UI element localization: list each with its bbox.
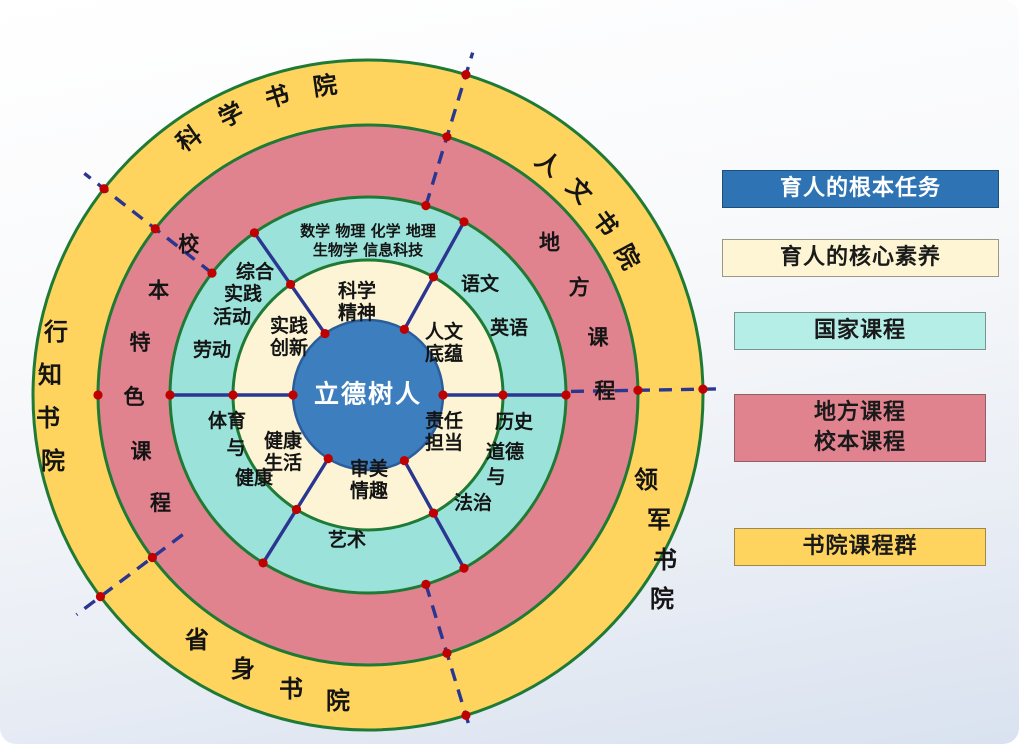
junction-dot	[95, 592, 106, 602]
junction-dot	[320, 328, 330, 339]
junction-dot	[323, 454, 333, 464]
academy-label-char: 院	[650, 585, 674, 613]
academy-label-char: 省	[184, 626, 209, 654]
subject-label: 实践	[224, 282, 262, 305]
core-competency-label: 实践	[270, 314, 308, 337]
core-competency-label: 科学	[338, 279, 376, 302]
school-curriculum-char: 校	[178, 233, 200, 257]
subject-label: 健康	[235, 466, 274, 489]
school-curriculum-char: 特	[129, 330, 150, 354]
junction-dot	[698, 384, 708, 394]
junction-dot	[442, 132, 452, 142]
subject-label: 生物学 信息科技	[313, 241, 424, 259]
junction-dot	[147, 552, 157, 563]
core-competency-label: 创新	[269, 336, 308, 359]
junction-dot	[399, 455, 409, 466]
subject-label: 历史	[495, 411, 534, 433]
junction-dot	[633, 385, 643, 395]
center-label: 立德树人	[314, 380, 422, 409]
academy-label-char: 书	[36, 404, 60, 432]
junction-dot	[428, 272, 439, 282]
core-competency-label: 责任	[425, 409, 463, 432]
core-competency-label: 生活	[264, 451, 302, 474]
subject-label: 法治	[454, 491, 492, 514]
junction-dot	[399, 324, 409, 335]
academy-label-char: 领	[634, 466, 658, 494]
junction-dot	[421, 579, 431, 589]
academy-label-char: 知	[38, 361, 62, 389]
junction-dot	[459, 563, 469, 573]
junction-dot	[288, 390, 298, 400]
subject-label: 体育	[208, 409, 246, 432]
junction-dot	[165, 390, 175, 400]
subject-label: 综合	[236, 260, 275, 283]
school-curriculum-char: 课	[130, 440, 152, 464]
junction-dot	[561, 390, 571, 400]
dashed-extension-line	[424, 583, 473, 733]
junction-dot	[428, 508, 439, 518]
school-curriculum-char: 本	[148, 279, 169, 303]
subject-label: 活动	[213, 305, 251, 328]
junction-dot	[228, 390, 238, 400]
junction-dot	[207, 268, 217, 278]
academy-label-char: 书	[279, 675, 303, 703]
local-curriculum-char: 地	[539, 231, 560, 255]
junction-dot	[442, 648, 452, 658]
core-competency-label: 情趣	[350, 479, 389, 502]
junction-dot	[285, 279, 296, 290]
junction-dot	[150, 224, 160, 234]
local-curriculum-char: 程	[594, 379, 615, 403]
junction-dot	[93, 390, 103, 400]
dashed-extension-line	[570, 387, 720, 394]
subject-label: 数学 物理 化学 地理	[300, 222, 436, 240]
junction-dot	[459, 217, 469, 227]
core-competency-label: 人文	[425, 320, 464, 343]
subject-label: 与	[226, 437, 245, 459]
academy-label-char: 院	[41, 447, 65, 475]
academy-label-char: 身	[231, 655, 255, 683]
junction-dot	[438, 390, 448, 400]
academy-label-char: 院	[326, 687, 350, 715]
core-competency-label: 健康	[264, 429, 303, 452]
subject-label: 道德	[486, 440, 524, 463]
junction-dot	[421, 201, 431, 211]
junction-dot	[461, 710, 471, 720]
school-curriculum-char: 程	[150, 491, 171, 515]
junction-dot	[258, 558, 268, 568]
local-curriculum-char: 课	[587, 326, 609, 350]
subject-label: 与	[486, 466, 505, 488]
core-competency-label: 担当	[425, 431, 463, 454]
local-curriculum-char: 方	[569, 275, 590, 299]
core-competency-label: 审美	[350, 457, 389, 480]
subject-label: 劳动	[193, 338, 231, 361]
subject-label: 艺术	[328, 529, 366, 551]
core-competency-label: 精神	[338, 301, 376, 324]
academy-label-char: 行	[43, 318, 68, 346]
academy-label-char: 书	[653, 546, 677, 574]
academy-label-char: 军	[647, 506, 671, 534]
junction-dot	[99, 184, 109, 194]
junction-dot	[291, 504, 302, 515]
school-curriculum-char: 色	[124, 385, 145, 409]
subject-label: 英语	[490, 316, 528, 339]
dashed-extension-line	[75, 533, 184, 617]
core-competency-label: 底蕴	[425, 342, 463, 365]
junction-dot	[498, 390, 508, 400]
junction-dot	[249, 228, 260, 238]
subject-label: 语文	[461, 272, 500, 295]
academy-label-char: 院	[311, 70, 339, 101]
junction-dot	[461, 70, 471, 80]
